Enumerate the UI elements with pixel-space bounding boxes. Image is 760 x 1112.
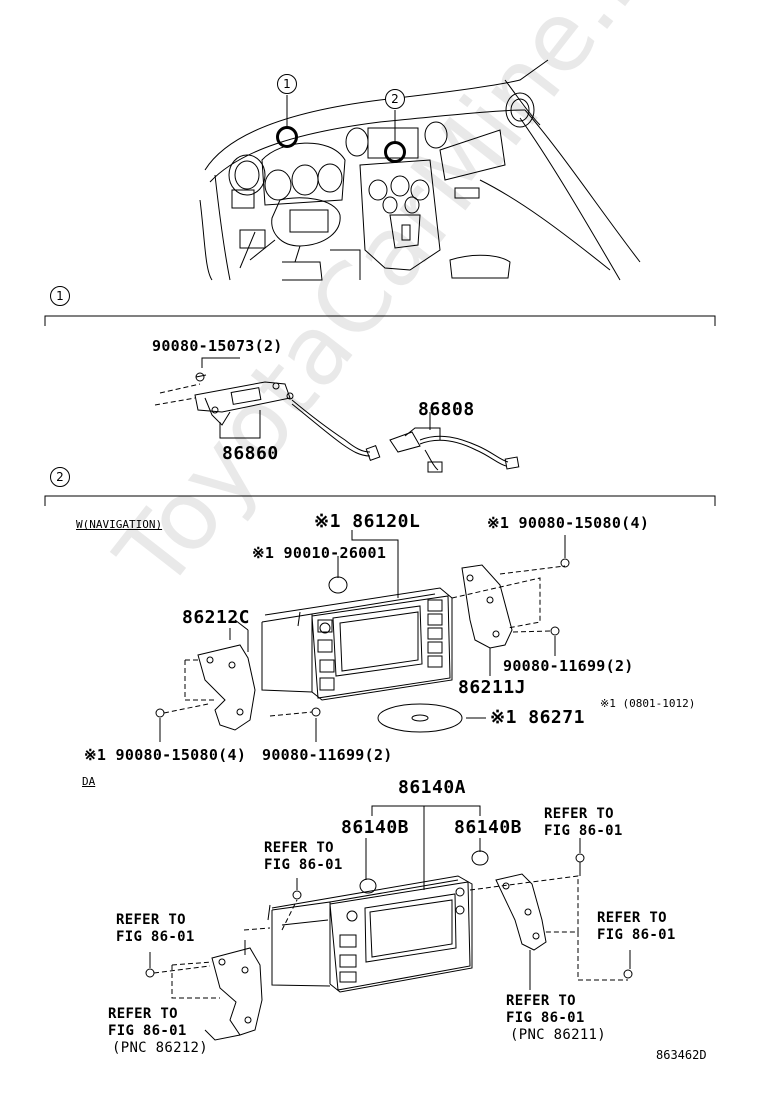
part-label-86211J: 86211J	[458, 677, 527, 698]
part-label-bolt-90080-15080-bottom: ※1 90080-15080(4)	[84, 746, 247, 764]
part-label-86140B-left: 86140B	[341, 817, 410, 838]
variant-heading-navigation: W(NAVIGATION)	[76, 518, 163, 531]
section1-bracket-assembly	[155, 358, 519, 472]
part-label-86140A: 86140A	[398, 777, 467, 798]
part-label-86120L: ※1 86120L	[314, 511, 421, 532]
callout-2: 2	[385, 89, 405, 109]
part-label-86212C: 86212C	[182, 607, 251, 628]
section2-marker: 2	[50, 467, 70, 487]
callout-1: 1	[277, 74, 297, 94]
part-label-86860: 86860	[222, 443, 279, 464]
section-frames	[45, 316, 715, 506]
part-label-86808: 86808	[418, 399, 475, 420]
figure-code: 863462D	[656, 1048, 707, 1062]
section1-marker: 1	[50, 286, 70, 306]
reference-note-top-right: REFER TO FIG 86-01	[544, 806, 623, 839]
part-label-screw-90080-11699-bottom: 90080-11699(2)	[262, 746, 393, 764]
part-label-bolt-90080-15073: 90080-15073(2)	[152, 337, 283, 355]
section2-navigation-assembly	[156, 530, 569, 742]
reference-note-top-center: REFER TO FIG 86-01	[264, 840, 343, 873]
dashboard-illustration	[200, 60, 640, 280]
reference-note-bottom-left: REFER TO FIG 86-01 (PNC 86212)	[108, 1006, 209, 1056]
section2-da-assembly	[146, 806, 632, 1040]
reference-note-right: REFER TO FIG 86-01	[597, 910, 676, 943]
reference-note-left: REFER TO FIG 86-01	[116, 912, 195, 945]
part-label-86271: ※1 86271	[490, 707, 585, 728]
variant-heading-da: DA	[82, 775, 96, 788]
part-label-86140B-right: 86140B	[454, 817, 523, 838]
reference-note-bottom-right: REFER TO FIG 86-01 (PNC 86211)	[506, 993, 607, 1043]
part-label-bolt-90080-15080-top: ※1 90080-15080(4)	[487, 514, 650, 532]
footnote-production-period: ※1 (0801-1012)	[600, 697, 696, 710]
part-label-cap-90010-26001: ※1 90010-26001	[252, 544, 387, 562]
part-label-screw-90080-11699-right: 90080-11699(2)	[503, 657, 634, 675]
